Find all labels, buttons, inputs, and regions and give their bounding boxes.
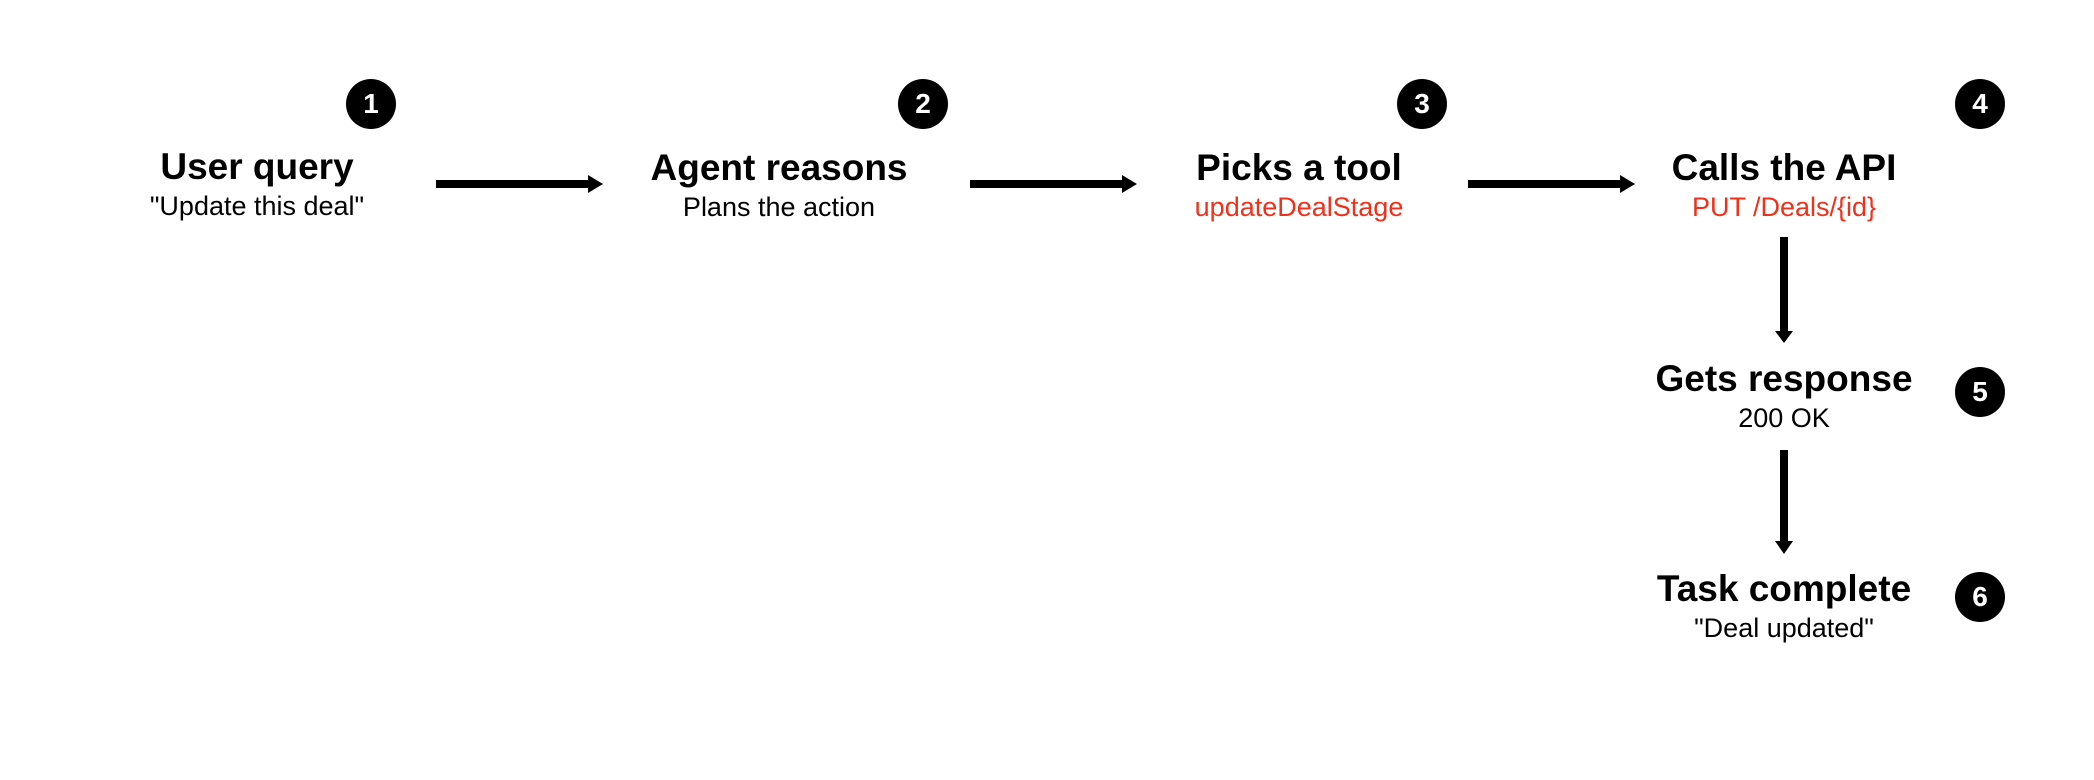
arrow-step3-to-step4 bbox=[1468, 175, 1635, 193]
step-1-subtitle: "Update this deal" bbox=[149, 191, 365, 221]
step-6-subtitle: "Deal updated" bbox=[1694, 613, 1874, 643]
step-4-badge: 4 bbox=[1955, 79, 2005, 129]
step-1-badge: 1 bbox=[346, 79, 396, 129]
step-6: Task complete "Deal updated" bbox=[1657, 568, 1911, 645]
step-1-title: User query bbox=[160, 146, 354, 187]
step-5-title: Gets response bbox=[1655, 358, 1913, 399]
step-2-title: Agent reasons bbox=[650, 147, 908, 188]
arrow-step1-to-step2 bbox=[436, 175, 603, 193]
step-6-title: Task complete bbox=[1656, 568, 1912, 609]
step-3: Picks a tool updateDealStage bbox=[1195, 147, 1404, 224]
arrow-step2-to-step3 bbox=[970, 175, 1137, 193]
arrow-step5-to-step6 bbox=[1775, 450, 1793, 554]
step-5-badge: 5 bbox=[1955, 367, 2005, 417]
step-5: Gets response 200 OK bbox=[1655, 358, 1912, 435]
step-3-title: Picks a tool bbox=[1196, 147, 1402, 188]
step-4-title: Calls the API bbox=[1671, 147, 1897, 188]
arrow-step4-to-step5 bbox=[1775, 237, 1793, 343]
step-1: User query "Update this deal" bbox=[150, 146, 364, 223]
step-5-subtitle: 200 OK bbox=[1738, 403, 1830, 433]
step-2-badge: 2 bbox=[898, 79, 948, 129]
step-2-subtitle: Plans the action bbox=[682, 192, 876, 222]
step-3-badge: 3 bbox=[1397, 79, 1447, 129]
step-2: Agent reasons Plans the action bbox=[650, 147, 907, 224]
step-6-badge: 6 bbox=[1955, 572, 2005, 622]
step-3-subtitle: updateDealStage bbox=[1194, 192, 1404, 222]
step-4: Calls the API PUT /Deals/{id} bbox=[1672, 147, 1897, 224]
step-4-subtitle: PUT /Deals/{id} bbox=[1691, 192, 1877, 222]
